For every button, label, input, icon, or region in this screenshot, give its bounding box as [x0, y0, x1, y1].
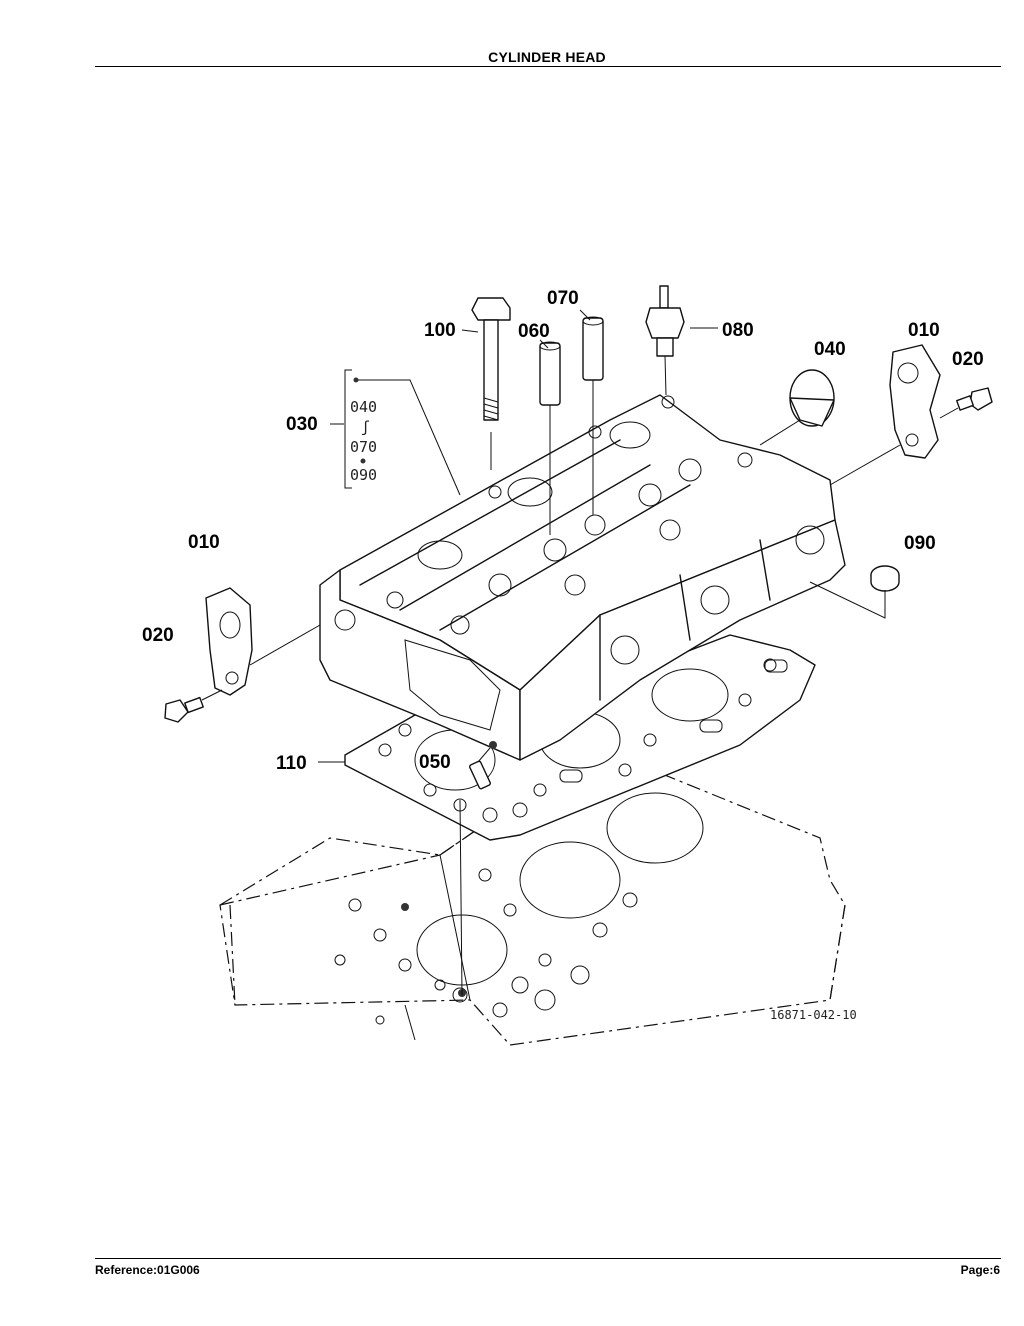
footer-rule: [95, 1258, 1001, 1259]
kit-item-2: 070: [350, 438, 377, 456]
callout-060: 060: [518, 321, 550, 342]
callout-050: 050: [419, 752, 451, 773]
bolt-020-left: [164, 689, 223, 723]
callout-080: 080: [722, 320, 754, 341]
callout-020-left: 020: [142, 625, 174, 646]
drawing-number: 16871-042-10: [770, 1008, 857, 1022]
valve-guide-060: [539, 341, 561, 535]
callout-030: 030: [286, 414, 318, 435]
callout-070: 070: [547, 288, 579, 309]
callouts: 100 060 070 080 040 010 020 030 010 020 …: [142, 288, 984, 774]
callout-110: 110: [276, 753, 307, 774]
kit-range-sign: ʃ: [361, 418, 370, 436]
callout-090: 090: [904, 533, 936, 554]
glow-plug-080: [645, 285, 685, 396]
callout-100: 100: [424, 320, 456, 341]
engine-hanger-left-010: [205, 587, 321, 696]
callout-010-left: 010: [188, 532, 220, 553]
cylinder-head: [319, 394, 846, 761]
stud-050: [459, 747, 491, 996]
page-title: CYLINDER HEAD: [488, 49, 606, 65]
leader-lines: [318, 309, 718, 763]
kit-item-3: 090: [350, 466, 377, 484]
reference-label: Reference:01G006: [95, 1263, 200, 1277]
bolt-020-right: [939, 387, 993, 419]
plug-090: [809, 565, 900, 619]
kit-item-1: 040: [350, 398, 377, 416]
engine-hanger-right-010: [829, 344, 941, 486]
head-bolt-100: [471, 297, 511, 470]
kit-bracket-030: 040 ʃ 070 090: [330, 369, 461, 496]
header-rule: [95, 66, 1001, 67]
plug-040: [759, 369, 835, 446]
callout-010-right: 010: [908, 320, 940, 341]
valve-guide-070: [582, 316, 604, 515]
page-number: Page:6: [960, 1263, 1000, 1277]
callout-040: 040: [814, 339, 846, 360]
callout-020-right: 020: [952, 349, 984, 370]
